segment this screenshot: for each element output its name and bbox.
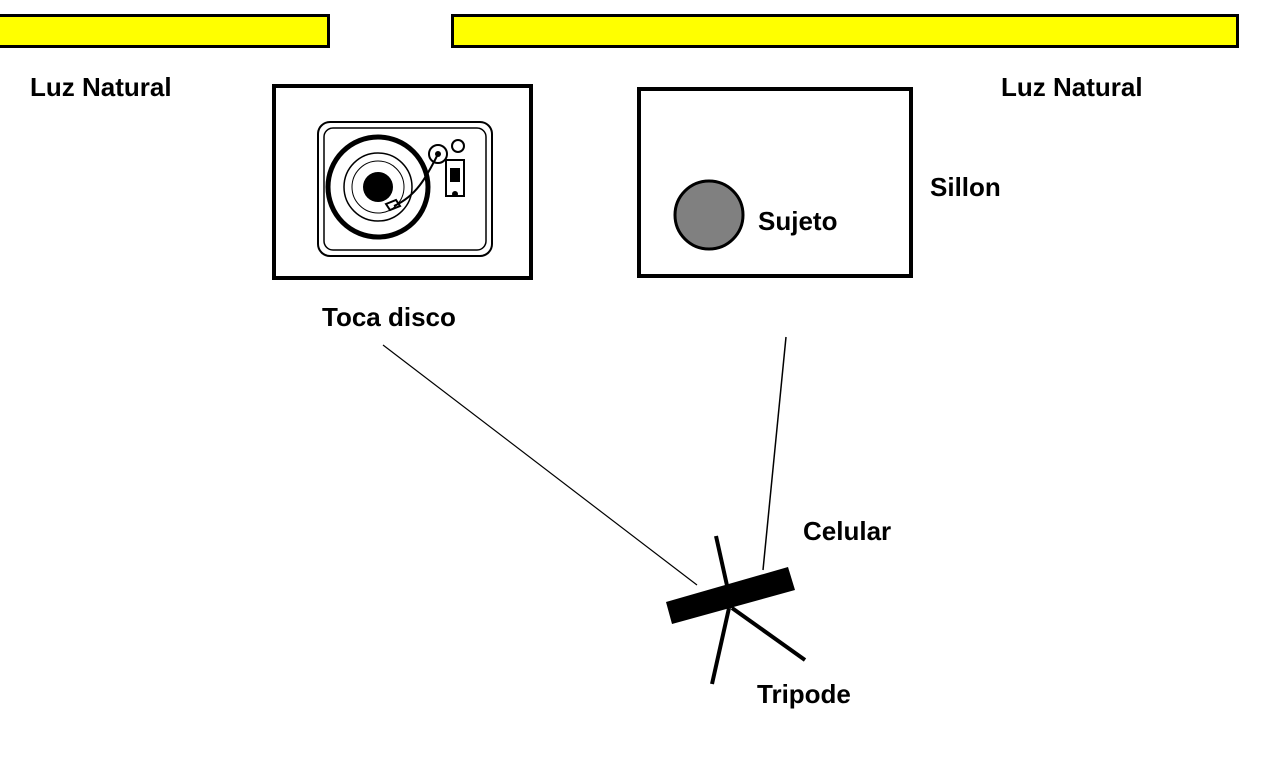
tripod-leg-right [730, 606, 807, 662]
sofa-box: Sujeto [637, 87, 913, 278]
sight-line-turntable [382, 344, 698, 586]
phone-label: Celular [803, 516, 892, 546]
window-right [451, 14, 1239, 48]
tripod-leg-left [710, 607, 731, 685]
sight-line-subject [762, 336, 787, 571]
light-right-label: Luz Natural [1001, 72, 1143, 102]
phone-shape [666, 567, 795, 624]
turntable-icon [317, 121, 493, 257]
turntable-box [272, 84, 533, 280]
turntable-label: Toca disco [322, 302, 456, 332]
phone-on-tripod [666, 535, 807, 685]
subject-label: Sujeto [758, 206, 838, 236]
subject-circle [673, 179, 745, 251]
tripod-label: Tripode [757, 679, 851, 709]
sofa-label: Sillon [930, 172, 1001, 202]
light-left-label: Luz Natural [30, 72, 172, 102]
window-left [0, 14, 330, 48]
